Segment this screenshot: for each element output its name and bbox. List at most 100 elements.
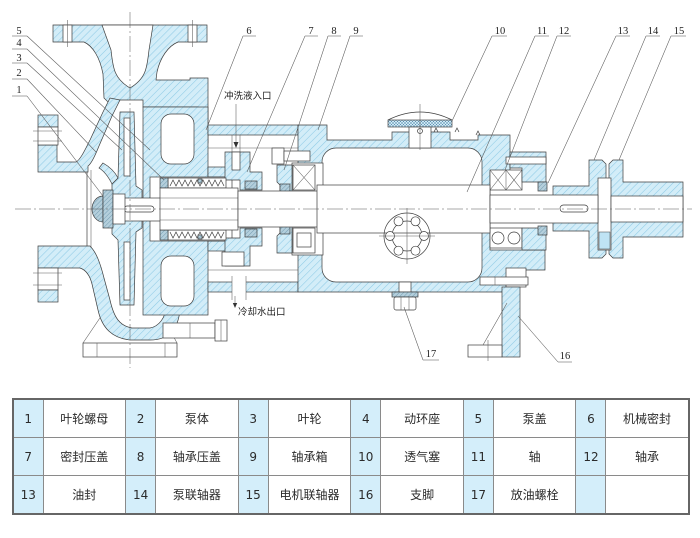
callout-number: 15 xyxy=(674,26,685,37)
part-name: 放油螺栓 xyxy=(492,475,577,515)
leader-line xyxy=(317,35,351,131)
callout-6: 6 xyxy=(205,26,256,131)
bearing-ball xyxy=(507,231,521,245)
leader-line xyxy=(26,62,123,151)
part-name: 叶轮 xyxy=(267,398,352,438)
shaft-keyway xyxy=(559,204,589,213)
cooling-outlet-arrowhead xyxy=(232,303,238,308)
callout-number: 10 xyxy=(495,26,506,37)
part-name: 动环座 xyxy=(380,398,464,438)
foot-base xyxy=(467,344,503,358)
oil-sight-glass xyxy=(379,208,435,264)
housing-bolt-mark xyxy=(433,127,481,136)
callout-number: 7 xyxy=(308,26,313,37)
leader-line xyxy=(593,35,647,161)
callout-2: 2 xyxy=(12,68,97,153)
callout-number: 12 xyxy=(559,26,570,37)
callout-number: 4 xyxy=(16,38,22,49)
leader-line xyxy=(26,48,165,181)
leader-line xyxy=(466,35,536,193)
part-number: 7 xyxy=(12,437,44,476)
bracket-bottom-band xyxy=(207,281,299,293)
callout-11: 11 xyxy=(466,26,549,193)
callout-number: 2 xyxy=(16,68,21,79)
bearing-roller xyxy=(296,232,312,248)
callout-5: 5 xyxy=(12,26,151,151)
suction-flange-hole xyxy=(37,267,59,291)
part-name: 机械密封 xyxy=(605,398,690,438)
part-name: 叶轮螺母 xyxy=(42,398,127,438)
bearing-ball xyxy=(491,231,505,245)
part-number-empty xyxy=(575,475,607,515)
callout-number: 17 xyxy=(426,349,437,360)
leader-line xyxy=(403,306,424,361)
impeller-front-shroud xyxy=(98,162,119,185)
elastic-element-fill xyxy=(598,231,611,250)
flush-inlet-arrowhead xyxy=(233,142,239,148)
parts-table-row: 7 密封压盖 8 轴承压盖 9 轴承箱 10 透气塞 11 轴 12 轴承 xyxy=(12,437,690,476)
end-cap-bolt xyxy=(505,156,547,165)
callout-number: 5 xyxy=(16,26,21,37)
part-number: 1 xyxy=(12,398,44,438)
mechanical-seal xyxy=(159,177,227,241)
part-number: 5 xyxy=(462,398,494,438)
callout-15: 15 xyxy=(618,26,686,161)
part-name: 泵盖 xyxy=(492,398,577,438)
parts-table-row: 1 叶轮螺母 2 泵体 3 叶轮 4 动环座 5 泵盖 6 机械密封 xyxy=(12,398,690,438)
centerlines xyxy=(15,12,692,368)
callout-17: 17 xyxy=(403,306,439,361)
callout-13: 13 xyxy=(547,26,630,184)
part-name: 透气塞 xyxy=(380,437,464,476)
callout-9: 9 xyxy=(317,26,363,131)
part-number: 11 xyxy=(462,437,494,476)
part-name: 轴承压盖 xyxy=(155,437,239,476)
part-number: 16 xyxy=(350,475,382,515)
part-name: 电机联轴器 xyxy=(267,475,352,515)
callouts: 1 2 3 4 5 6 7 xyxy=(12,26,686,363)
callout-3: 3 xyxy=(12,53,123,151)
callout-number: 1 xyxy=(16,85,21,96)
cooling-outlet-port xyxy=(232,281,246,293)
part-name: 泵体 xyxy=(155,398,239,438)
seal-spring xyxy=(169,231,225,239)
callout-number: 13 xyxy=(618,26,629,37)
cap-bolt-shank xyxy=(283,150,311,162)
part-name: 轴承箱 xyxy=(267,437,352,476)
flush-port xyxy=(231,151,241,171)
part-number: 8 xyxy=(125,437,157,476)
cap-bolt-head xyxy=(271,147,285,165)
callout-number: 8 xyxy=(331,26,336,37)
drain-plug-shank xyxy=(398,281,412,293)
callout-number: 11 xyxy=(537,26,547,37)
leader-line xyxy=(283,35,329,171)
part-number: 15 xyxy=(237,475,269,515)
bearing-left-bottom xyxy=(292,227,316,254)
flush-inlet-label: 冲洗液入口 xyxy=(224,90,272,102)
callout-number: 6 xyxy=(246,26,251,37)
part-number: 13 xyxy=(12,475,44,515)
callout-10: 10 xyxy=(451,26,507,122)
o-ring xyxy=(197,178,203,184)
seal-ring xyxy=(244,180,258,190)
cover-cavity-upper xyxy=(160,113,195,165)
oil-seal-cap xyxy=(505,151,548,251)
pump-cross-section-diagram: 冲洗液入口 冷却水出口 1 2 3 4 5 xyxy=(12,12,692,368)
part-number: 10 xyxy=(350,437,382,476)
foot-bolt xyxy=(479,276,529,286)
bearing-cross xyxy=(489,169,523,191)
leader-line xyxy=(451,35,493,122)
suction-flange-top xyxy=(37,114,59,128)
callout-number: 3 xyxy=(16,53,21,64)
leader-line xyxy=(26,78,97,153)
parts-table-row: 13 油封 14 泵联轴器 15 电机联轴器 16 支脚 17 放油螺栓 xyxy=(12,475,690,515)
drain-plug xyxy=(391,281,419,311)
impeller-vane-channel xyxy=(123,241,131,301)
leader-line xyxy=(26,95,104,197)
bearing-right-bottom xyxy=(489,227,523,249)
callout-16: 16 xyxy=(517,315,572,363)
callout-number: 14 xyxy=(648,26,659,37)
foot-gusset xyxy=(482,302,508,346)
part-number: 2 xyxy=(125,398,157,438)
bearing-cap xyxy=(271,147,311,254)
parts-table: 1 叶轮螺母 2 泵体 3 叶轮 4 动环座 5 泵盖 6 机械密封 7 密封压… xyxy=(12,398,690,515)
